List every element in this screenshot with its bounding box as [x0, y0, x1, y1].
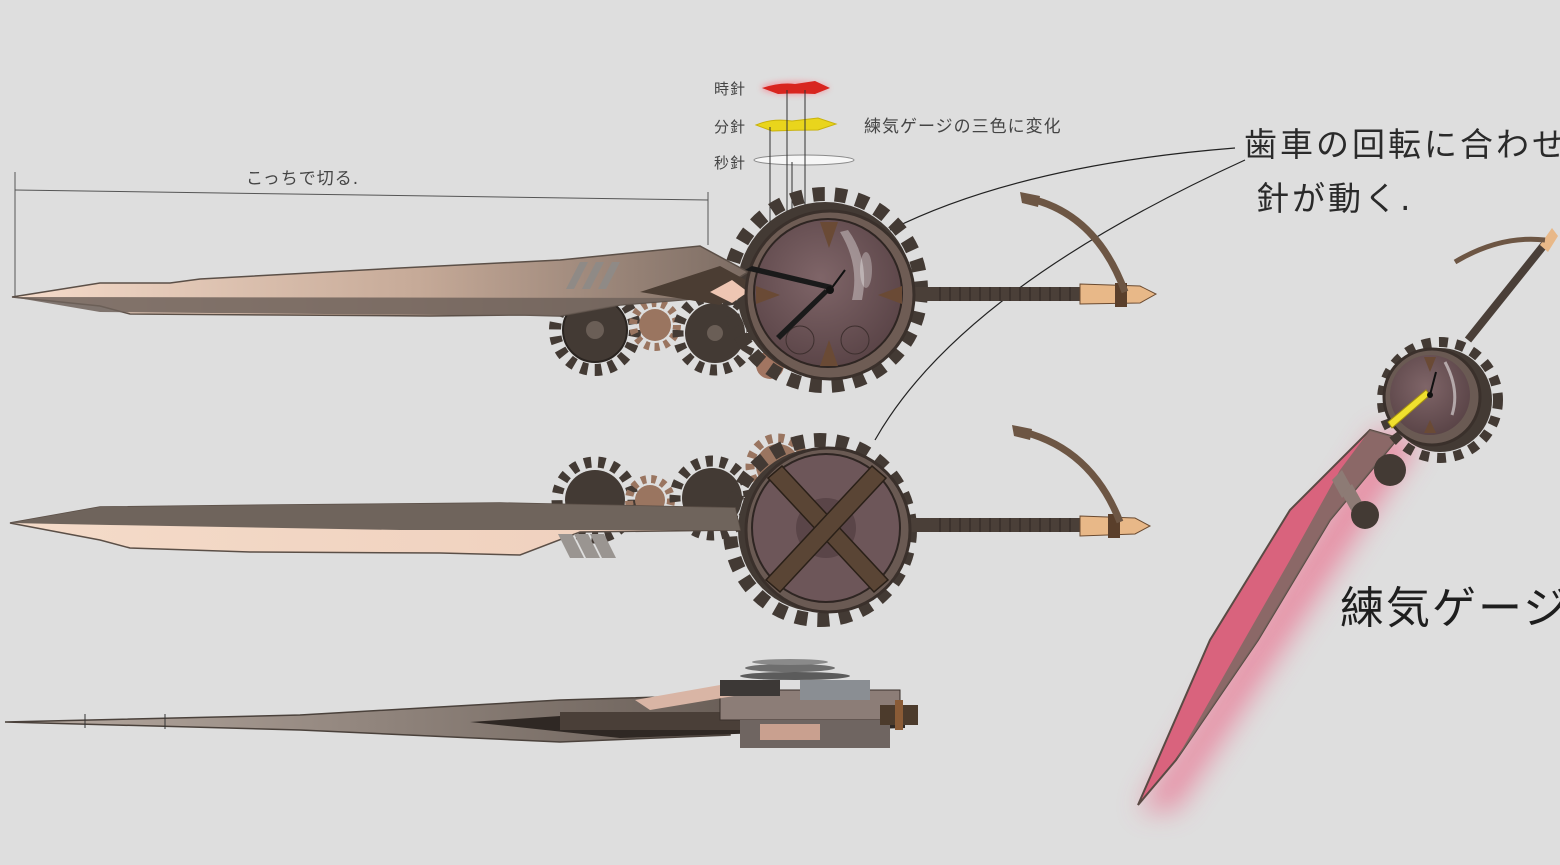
x-brace: [764, 464, 890, 594]
rotation-note-line1: 歯車の回転に合わせて: [1244, 125, 1560, 164]
cut-side-label: こっちで切る.: [246, 169, 360, 189]
second-hand-label: 秒針: [714, 154, 747, 172]
sword-red-gauge: [1137, 228, 1558, 810]
gear: [1351, 454, 1406, 529]
red-gauge-label: 練気ゲージ赤: [1340, 583, 1560, 634]
clock-hands: [745, 266, 846, 340]
minute-hand-swatch: [754, 117, 838, 132]
blade-stripes: [558, 534, 616, 558]
knuckle-guard: [1021, 193, 1129, 294]
rotation-note-line2: 針が動く.: [1256, 179, 1414, 218]
blade-stripes: [566, 262, 620, 289]
minute-hand-label: 分針: [714, 118, 747, 136]
gear-copper: [629, 299, 681, 351]
knuckle-guard: [1014, 426, 1124, 524]
clock-markers: [756, 222, 902, 366]
knuckle-guard: [1453, 236, 1546, 265]
sword-side-view: [4, 659, 918, 748]
second-hand-swatch: [753, 154, 855, 166]
hour-hand-label: 時針: [714, 80, 747, 98]
sword-front-view: [11, 187, 1158, 393]
gauge-color-note: 練気ゲージの三色に変化: [864, 117, 1062, 137]
cut-side-dimension: [14, 172, 709, 296]
sword-back-view: [9, 425, 1152, 627]
hour-hand-swatch: [761, 81, 830, 95]
